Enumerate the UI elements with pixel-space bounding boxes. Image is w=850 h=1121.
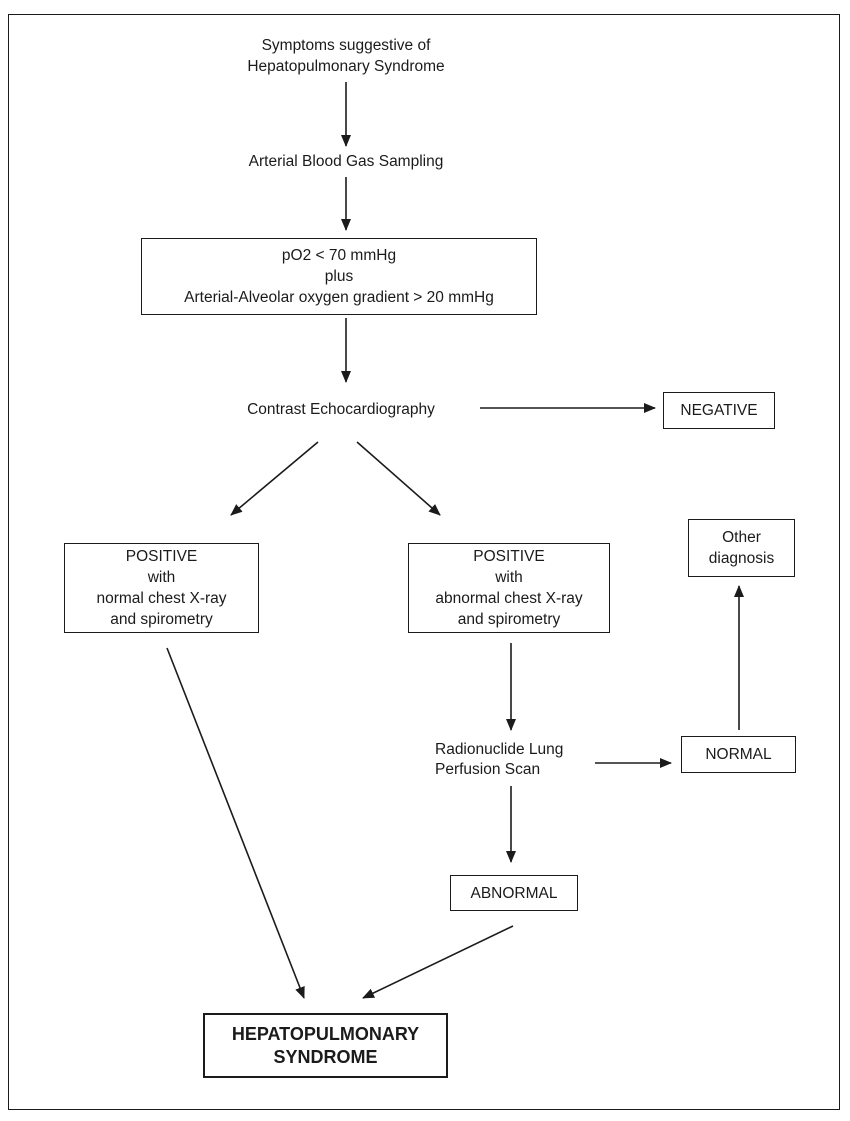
arrow-abnormal-to-hps: [362, 925, 514, 999]
node-positive-abnormal-line-2: with: [495, 569, 523, 586]
node-negative-label: NEGATIVE: [680, 402, 758, 419]
node-criteria-line-3: Arterial-Alveolar oxygen gradient > 20 m…: [184, 289, 494, 306]
node-positive-abnormal-line-3: abnormal chest X-ray: [435, 590, 583, 607]
node-symptoms-line-1: Symptoms suggestive of: [261, 37, 431, 54]
node-hepatopulmonary-syndrome-line-1: HEPATOPULMONARY: [231, 1023, 420, 1044]
node-other-diagnosis-box: Other diagnosis: [688, 519, 795, 577]
node-positive-abnormal-line-1: POSITIVE: [473, 548, 545, 565]
node-positive-normal-box: POSITIVE with normal chest X-ray and spi…: [64, 543, 259, 633]
node-symptoms-line-2: Hepatopulmonary Syndrome: [247, 58, 445, 75]
node-arterial-blood-gas: Arterial Blood Gas Sampling: [196, 151, 496, 172]
arrow-echo-to-positive-normal: [230, 441, 319, 516]
node-abnormal-box: ABNORMAL: [450, 875, 578, 911]
node-contrast-echocardiography: Contrast Echocardiography: [191, 399, 491, 420]
arrow-echo-to-positive-abnormal: [356, 441, 441, 516]
node-negative-box: NEGATIVE: [663, 392, 775, 429]
node-positive-abnormal-line-4: and spirometry: [457, 611, 561, 628]
node-positive-abnormal-box: POSITIVE with abnormal chest X-ray and s…: [408, 543, 610, 633]
node-radionuclide-scan: Radionuclide Lung Perfusion Scan: [435, 740, 615, 780]
node-abnormal-label: ABNORMAL: [470, 884, 558, 902]
diagram-border: [8, 14, 840, 1110]
node-other-diagnosis-line-2: diagnosis: [708, 550, 775, 567]
node-normal-box: NORMAL: [681, 736, 796, 773]
node-criteria-box: pO2 < 70 mmHg plus Arterial-Alveolar oxy…: [141, 238, 537, 315]
node-criteria-line-2: plus: [324, 268, 354, 285]
node-contrast-echocardiography-label: Contrast Echocardiography: [247, 401, 435, 418]
node-symptoms: Symptoms suggestive of Hepatopulmonary S…: [196, 35, 496, 77]
node-radionuclide-scan-line-1: Radionuclide Lung: [435, 741, 564, 758]
node-hepatopulmonary-syndrome-box: HEPATOPULMONARY SYNDROME: [203, 1013, 448, 1078]
node-arterial-blood-gas-label: Arterial Blood Gas Sampling: [248, 153, 444, 170]
arrow-positive-normal-to-hps: [166, 647, 305, 999]
node-positive-normal-line-3: normal chest X-ray: [96, 590, 227, 607]
node-positive-normal-line-2: with: [147, 569, 176, 586]
node-normal-label: NORMAL: [705, 746, 772, 763]
node-other-diagnosis-line-1: Other: [722, 529, 761, 546]
node-positive-normal-line-4: and spirometry: [110, 611, 213, 628]
node-criteria-line-1: pO2 < 70 mmHg: [281, 247, 397, 264]
node-hepatopulmonary-syndrome-line-2: SYNDROME: [273, 1046, 378, 1067]
node-positive-normal-line-1: POSITIVE: [125, 548, 198, 565]
node-radionuclide-scan-line-2: Perfusion Scan: [435, 761, 541, 778]
